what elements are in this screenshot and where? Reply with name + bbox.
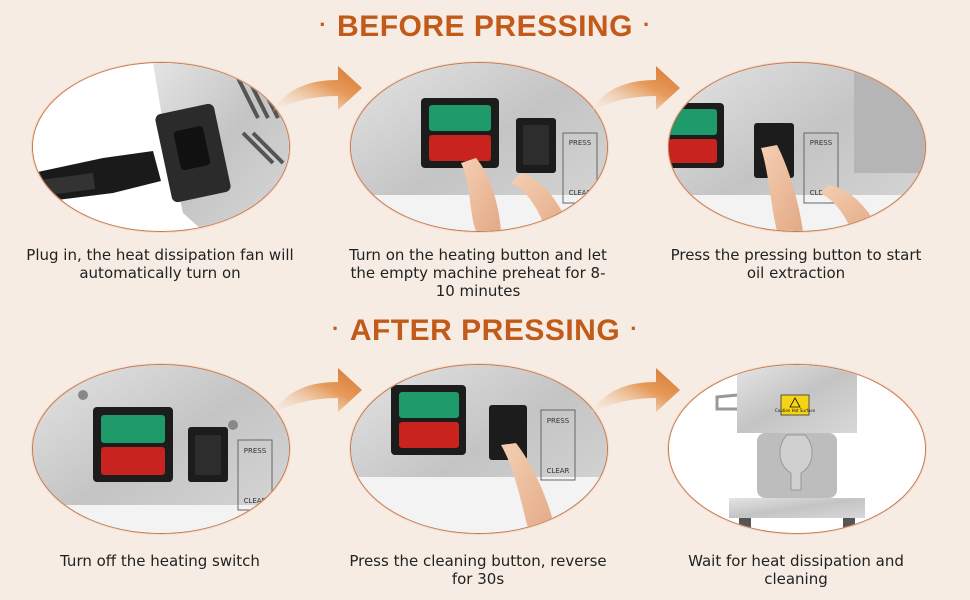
step1-photo-plug-in [32,62,290,232]
arrow-right-icon [590,66,680,112]
warning-label: Caution Hot Surface [775,408,816,413]
press-label: PRESS [547,417,570,425]
step3-photo-pressing-button: PRESS CLEAR [668,62,926,232]
heading-dot-left: · [319,12,328,37]
step2-caption: Turn on the heating button and let the e… [349,246,607,300]
step3-caption: Press the pressing button to start oil e… [670,246,922,282]
clear-label: CLEAR [244,497,267,505]
heading-dot-right: · [642,12,651,37]
press-label: PRESS [569,139,592,147]
arrow-right-icon [590,368,680,414]
step6-photo-oil-press-machine: Caution Hot Surface [668,364,926,534]
clear-label: CLEAR [547,467,570,475]
heading-dot-left: · [331,316,340,341]
before-pressing-title: BEFORE PRESSING [337,10,633,43]
step1-caption: Plug in, the heat dissipation fan will a… [26,246,294,282]
after-pressing-title: AFTER PRESSING [349,314,621,347]
heading-dot-right: · [630,316,639,341]
step6-caption: Wait for heat dissipation and cleaning [688,552,904,588]
step4-photo-switch-panel: PRESS CLEAR [32,364,290,534]
arrow-right-icon [272,66,362,112]
finger [461,158,501,231]
clear-label: CLEAR [569,189,592,197]
step5-photo-cleaning-button: PRESS CLEAR [350,364,608,534]
before-pressing-heading: · BEFORE PRESSING · [0,10,970,44]
step5-caption: Press the cleaning button, reverse for 3… [349,552,607,588]
press-label: PRESS [244,447,267,455]
step4-caption: Turn off the heating switch [60,552,260,570]
after-pressing-heading: · AFTER PRESSING · [0,314,970,348]
step2-photo-heating-switch: PRESS CLEAR [350,62,608,232]
warning-triangle-icon [789,397,801,408]
press-label: PRESS [810,139,833,147]
arrow-right-icon [272,368,362,414]
